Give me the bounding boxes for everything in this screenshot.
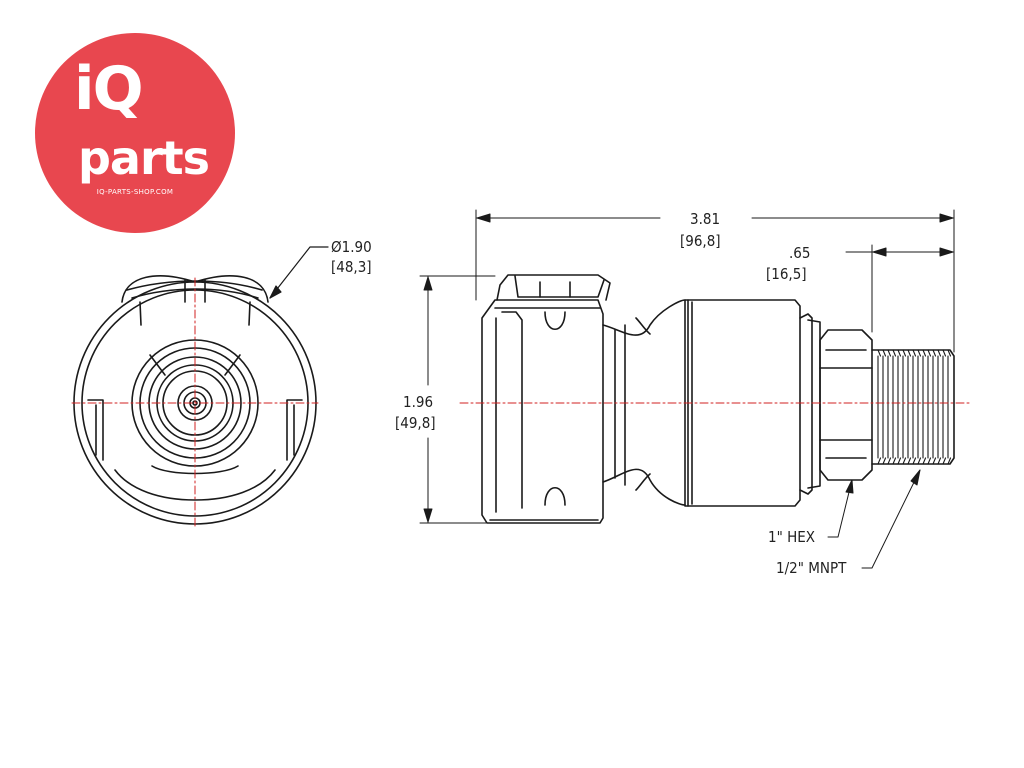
- hex-nut: [819, 329, 873, 481]
- length-mm-label: [96,8]: [680, 232, 721, 250]
- thread: [871, 349, 955, 465]
- diameter-leader: [269, 246, 329, 299]
- iq-parts-logo: iQ parts IQ-PARTS-SHOP.COM: [35, 33, 235, 233]
- hex-callout-label: 1" HEX: [768, 528, 815, 546]
- sleeve-outline: [481, 299, 604, 524]
- height-inch-label: 1.96: [403, 393, 434, 411]
- thread-length-inch-label: .65: [789, 244, 811, 262]
- length-inch-label: 3.81: [690, 210, 721, 228]
- thread-callout-label: 1/2" MNPT: [776, 559, 847, 577]
- height-mm-label: [49,8]: [395, 414, 436, 432]
- side-view: [481, 274, 955, 524]
- centerlines: [71, 277, 971, 529]
- thread-length-mm-label: [16,5]: [766, 265, 807, 283]
- logo-text-parts: parts: [78, 131, 210, 185]
- logo-text-iq: iQ: [74, 54, 144, 124]
- dimension-lines: [419, 209, 955, 569]
- diameter-mm-label: [48,3]: [331, 258, 372, 276]
- diameter-inch-label: Ø1.90: [331, 238, 372, 256]
- logo-url: IQ-PARTS-SHOP.COM: [96, 188, 174, 196]
- body-cylinder: [684, 299, 801, 507]
